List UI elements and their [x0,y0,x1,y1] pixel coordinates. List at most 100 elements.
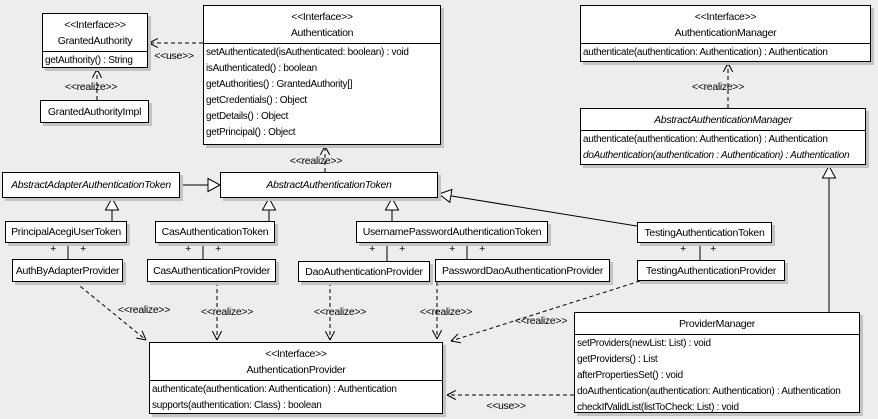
class-name: CasAuthenticationToken [161,226,269,238]
abstract-authentication-manager-class[interactable]: AbstractAuthenticationManager authenticat… [580,108,866,165]
association-plus-label: + [80,243,86,255]
principal-acegi-user-token-class[interactable]: PrincipalAcegiUserToken [5,221,127,243]
open-arrowhead [446,389,457,396]
dependency-auth-by-adapter-provider-to-authentication-provider-line [74,281,147,341]
open-arrowhead [329,330,336,341]
class-name: AbstractAdapterAuthenticationToken [11,179,171,191]
open-arrowhead [141,330,147,341]
association-plus-label: + [369,243,375,255]
class-name: AuthenticationProvider [246,364,346,376]
method-label: authenticate(authentication: Authenticat… [583,134,828,145]
class-name: AuthByAdapterProvider [15,264,120,277]
association-plus-label: + [710,243,716,255]
hollow-triangle-arrowhead [261,196,277,211]
open-arrowhead [148,42,159,49]
open-arrowhead [436,329,443,340]
class-name: Authentication [290,27,354,39]
method-label: doAuthentication(authentication: Authent… [577,386,841,397]
open-arrowhead [450,333,459,342]
open-arrowhead [722,62,729,73]
abstract-authentication-token-class[interactable]: AbstractAuthenticationToken [220,172,438,198]
granted-authority-impl-class[interactable]: GrantedAuthorityImpl [40,100,149,123]
association-plus-label: + [399,243,405,255]
open-arrowhead [211,330,218,341]
method-label: getAuthorities() : GrantedAuthority[] [206,79,353,90]
class-name: GrantedAuthorityImpl [47,105,142,118]
open-arrowhead [727,62,734,73]
method-label: authenticate(authentication: Authenticat… [583,47,828,58]
realize-stereotype-label: <<realize>> [313,306,367,318]
open-arrowhead [319,145,326,156]
class-name: TestingAuthenticationProvider [645,264,777,277]
provider-manager-class[interactable]: ProviderManager setProviders(newList: Lis… [574,312,860,413]
method-label: getAuthority() : String [45,55,133,66]
class-name: AbstractAuthenticationToken [266,179,392,191]
realize-stereotype-label: <<realize>> [117,304,171,316]
method-label: authenticate(authentication: Authenticat… [152,384,397,395]
realize-stereotype-label: <<realize>> [200,306,254,318]
open-arrowhead [431,329,438,340]
authentication-provider-class[interactable]: <<Interface>> AuthenticationProvider authe… [149,342,443,414]
abstract-adapter-authentication-token-class[interactable]: AbstractAdapterAuthenticationToken [2,172,180,198]
method-label: setAuthenticated(isAuthenticated: boolea… [206,47,409,58]
cas-authentication-token-class[interactable]: CasAuthenticationToken [155,221,275,243]
class-name: UsernamePasswordAuthenticationToken [362,226,542,238]
association-plus-label: + [680,243,686,255]
authentication-manager-class[interactable]: <<Interface>> AuthenticationManager authen… [580,5,871,62]
stereotype-label: <<Interface>> [694,11,757,23]
method-label: afterPropertiesSet() : void [577,370,683,381]
open-arrowhead [450,340,461,344]
class-name: PasswordDaoAuthenticationProvider [441,264,604,277]
open-arrowhead [446,394,457,401]
method-label: getProviders() : List [577,354,658,365]
open-arrowhead [324,330,331,341]
association-plus-label: + [185,243,191,255]
realize-stereotype-label: <<realize>> [419,306,473,318]
hollow-triangle-arrowhead [104,196,120,211]
auth-by-adapter-provider-class[interactable]: AuthByAdapterProvider [12,259,123,282]
testing-authentication-provider-class[interactable]: TestingAuthenticationProvider [637,260,785,281]
testing-authentication-token-class[interactable]: TestingAuthenticationToken [637,222,772,243]
hollow-triangle-arrowhead [437,188,453,204]
authentication-class[interactable]: <<Interface>> Authentication setAuthentica… [203,5,441,145]
association-plus-label: + [50,243,56,255]
method-label: setProviders(newList: List) : void [577,338,711,349]
open-arrowhead [96,68,103,79]
class-name: TestingAuthenticationToken [644,226,765,239]
method-label: isAuthenticated() : boolean [206,63,317,74]
hollow-triangle-arrowhead [207,177,222,193]
open-arrowhead [324,145,331,156]
use-stereotype-label: <<use>> [154,50,194,62]
open-arrowhead [136,337,147,341]
password-dao-authentication-provider-class[interactable]: PasswordDaoAuthenticationProvider [435,259,610,282]
method-label: supports(authentication: Class) : boolea… [152,400,322,411]
generalization-testing-authentication-token-to-abstract-authentication-token-line [450,195,638,227]
stereotype-label: <<Interface>> [291,11,353,23]
username-password-authentication-token-class[interactable]: UsernamePasswordAuthenticationToken [356,221,548,243]
association-plus-label: + [449,243,455,255]
open-arrowhead [91,68,98,79]
class-name: AuthenticationManager [674,27,777,39]
open-arrowhead [216,330,223,341]
class-name: CasAuthenticationProvider [153,264,270,277]
stereotype-label: <<Interface>> [265,348,327,360]
hollow-triangle-arrowhead [821,164,837,179]
hollow-triangle-arrowhead [384,196,400,211]
method-label: doAuthentication(authentication : Authen… [583,150,850,161]
open-arrowhead [148,37,159,44]
class-name: ProviderManager [678,318,756,330]
method-label: getDetails() : Object [206,111,289,122]
method-label: getPrincipal() : Object [206,127,296,138]
realize-stereotype-label: <<realize>> [691,81,745,93]
method-label: getCredentials() : Object [206,95,307,106]
dao-authentication-provider-class[interactable]: DaoAuthenticationProvider [298,261,430,282]
realize-stereotype-label: <<realize>> [64,81,118,93]
class-name: PrincipalAcegiUserToken [11,226,121,238]
stereotype-label: <<Interface>> [64,19,126,31]
class-name: DaoAuthenticationProvider [305,265,423,278]
class-name: AbstractAuthenticationManager [654,114,792,126]
cas-authentication-provider-class[interactable]: CasAuthenticationProvider [147,259,276,282]
